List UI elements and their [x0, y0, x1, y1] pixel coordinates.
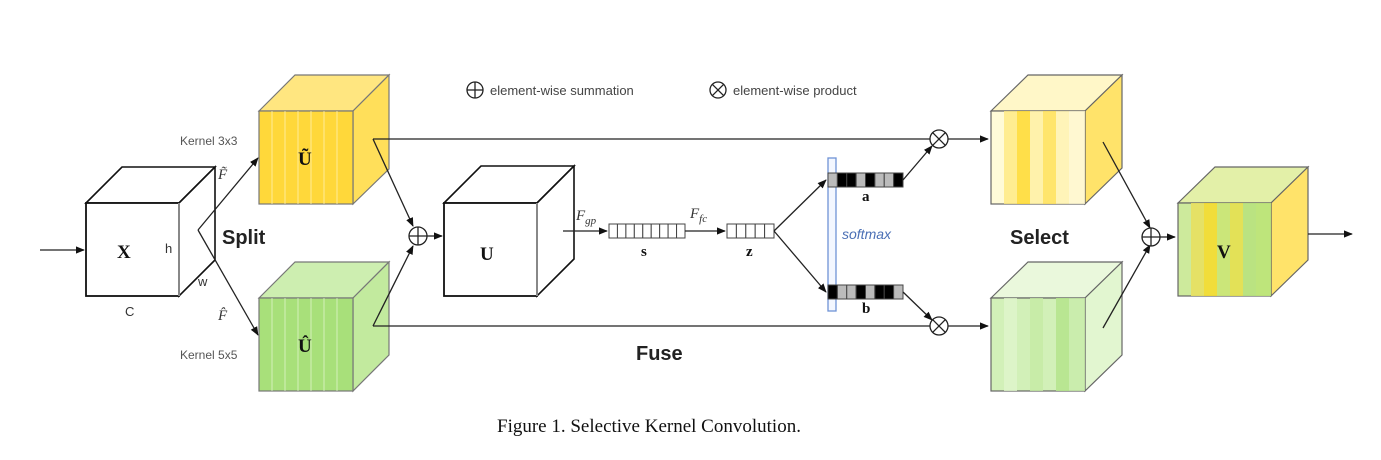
vector-b-cell: [865, 284, 876, 300]
vector-b: [827, 284, 904, 300]
cube-v-label: V: [1217, 242, 1231, 263]
z-to-b-arrow: [773, 230, 827, 293]
vector-a: [827, 172, 904, 188]
transform-bottom-label: F̂: [217, 308, 228, 324]
kernel-3x3-label: Kernel 3x3: [180, 134, 238, 148]
vector-a-label: a: [862, 189, 870, 205]
vector-b-cell: [836, 284, 848, 300]
vector-a-cell: [883, 172, 895, 188]
dim-c-label: C: [125, 304, 134, 319]
vector-s-cell: [633, 223, 644, 239]
split-arrow-top: [197, 157, 259, 231]
cube-selected-bottom: [989, 260, 1124, 393]
gp-op-label: Fgp: [575, 208, 597, 227]
vector-b-cell: [893, 284, 904, 300]
vector-z-cell: [754, 223, 766, 239]
vector-b-cell: [855, 284, 866, 300]
summation-icon: [466, 81, 484, 99]
vector-s-cell: [608, 223, 618, 239]
sum-node-select: [1141, 227, 1161, 247]
sum-node-fuse: [408, 226, 428, 246]
vector-a-cell: [855, 172, 866, 188]
product-node-bottom: [929, 316, 949, 336]
vector-a-cell: [893, 172, 904, 188]
a-to-product-arrow: [902, 145, 933, 181]
vector-b-cell: [874, 284, 885, 300]
path-utilde-to-sum: [372, 138, 414, 227]
vector-s-cell: [642, 223, 652, 239]
softmax-box: [827, 157, 837, 312]
vector-b-cell: [827, 284, 838, 300]
fc-op-label: Ffc: [689, 206, 707, 225]
vector-s-cell: [616, 223, 627, 239]
kernel-5x5-label: Kernel 5x5: [180, 348, 238, 362]
vector-s-cell: [659, 223, 669, 239]
z-to-a-arrow: [773, 179, 827, 232]
selected-bottom-to-sum-arrow: [1102, 244, 1151, 329]
legend: element-wise summation element-wise prod…: [466, 81, 857, 99]
stage-split-label: Split: [222, 227, 266, 249]
cube-u-tilde: [257, 73, 391, 206]
cube-u-hat: [257, 260, 391, 393]
vector-z-cell: [764, 223, 775, 239]
cube-u: [442, 164, 576, 298]
cube-u-tilde-label: Ũ: [298, 148, 312, 170]
vector-a-cell: [846, 172, 857, 188]
stage-select-label: Select: [1010, 227, 1069, 249]
dim-h-label: h: [165, 241, 172, 256]
vector-z: [726, 223, 775, 239]
legend-product-label: element-wise product: [733, 83, 857, 98]
cube-selected-top: [989, 73, 1124, 206]
vector-b-cell: [846, 284, 857, 300]
vector-a-cell: [874, 172, 885, 188]
b-to-product-arrow: [902, 291, 933, 321]
selected-top-to-sum-arrow: [1102, 141, 1151, 229]
path-uhat-to-sum: [372, 245, 414, 327]
cube-u-label: U: [480, 244, 494, 265]
vector-s: [608, 223, 686, 239]
vector-z-cell: [735, 223, 747, 239]
vector-s-cell: [676, 223, 686, 239]
vector-b-cell: [883, 284, 895, 300]
vector-a-cell: [836, 172, 848, 188]
stage-fuse-label: Fuse: [636, 343, 683, 365]
vector-b-label: b: [862, 301, 870, 317]
vector-a-cell: [827, 172, 838, 188]
softmax-label: softmax: [842, 226, 892, 242]
cube-u-hat-label: Û: [298, 335, 312, 357]
transform-top-label: F̃: [217, 167, 228, 183]
product-icon: [709, 81, 727, 99]
vector-s-cell: [667, 223, 678, 239]
input-label-x: X: [117, 242, 131, 263]
vector-s-cell: [625, 223, 635, 239]
legend-summation-label: element-wise summation: [490, 83, 634, 98]
vector-z-cell: [745, 223, 756, 239]
split-arrow-bottom: [197, 229, 259, 336]
vector-z-label: z: [746, 244, 753, 260]
cube-v: [1176, 165, 1310, 298]
dim-w-label: w: [197, 274, 208, 289]
input-cube-x: [84, 165, 217, 298]
vector-z-cell: [726, 223, 737, 239]
vector-a-cell: [865, 172, 876, 188]
vector-s-label: s: [641, 244, 647, 260]
figure-caption: Figure 1. Selective Kernel Convolution.: [497, 416, 801, 437]
vector-s-cell: [650, 223, 661, 239]
product-node-top: [929, 129, 949, 149]
